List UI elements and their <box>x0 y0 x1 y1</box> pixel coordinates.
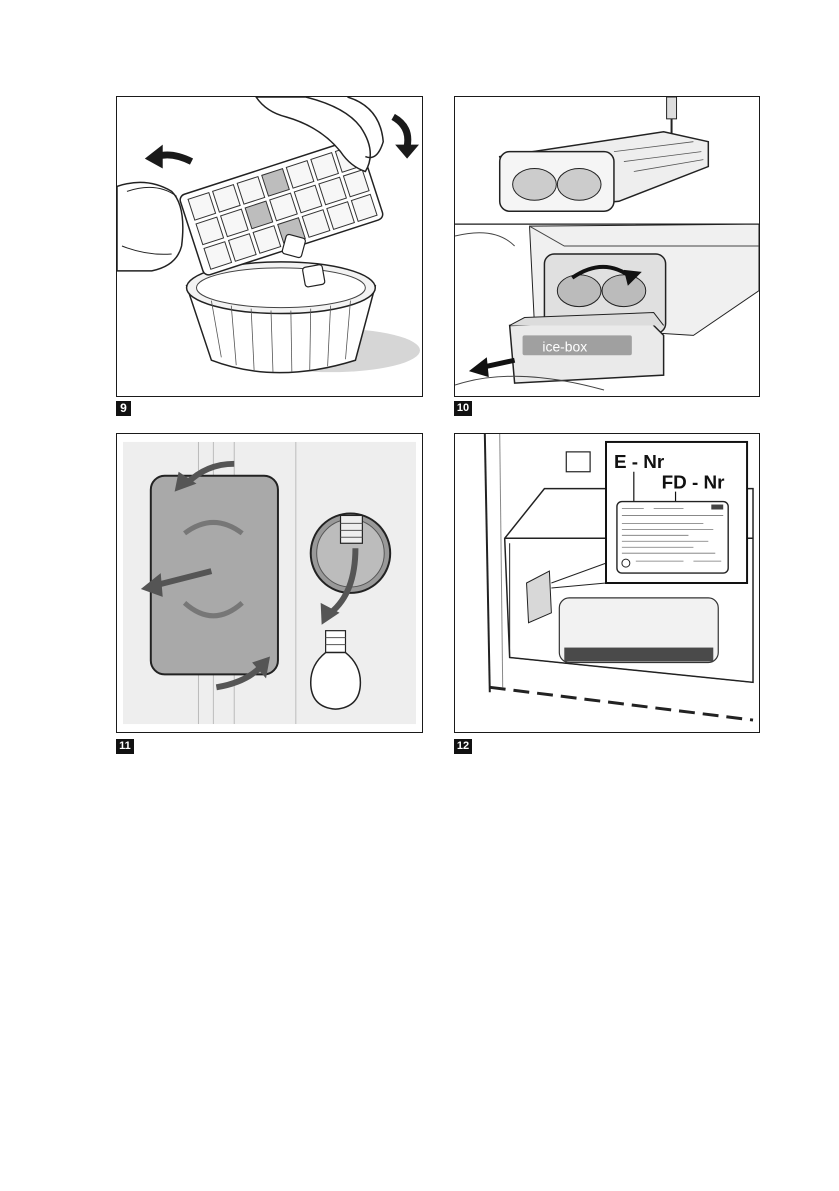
ice-tray-emptying-drawing <box>117 97 422 396</box>
figure-number-11: 11 <box>116 739 134 754</box>
figure-10-illustration: ice-box <box>454 96 760 397</box>
figure-number-10: 10 <box>454 401 472 416</box>
figure-9-illustration <box>116 96 423 397</box>
figure-number-12: 12 <box>454 739 472 754</box>
ice-maker-drawing: ice-box <box>455 97 759 396</box>
e-nr-label: E - Nr <box>614 451 665 472</box>
figure-number-9: 9 <box>116 401 131 416</box>
figure-12-illustration: E - Nr FD - Nr <box>454 433 760 733</box>
ice-box-label: ice-box <box>542 338 587 354</box>
rating-plate-location-drawing: E - Nr FD - Nr <box>455 434 759 732</box>
figure-11-illustration <box>116 433 423 733</box>
lamp-cover-replacement-drawing <box>117 434 422 732</box>
fd-nr-label: FD - Nr <box>662 472 726 493</box>
